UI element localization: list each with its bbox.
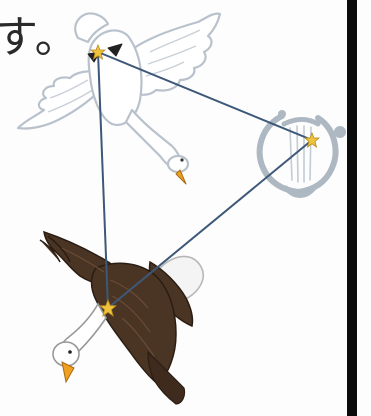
- lyre-knob-left: [278, 110, 286, 118]
- swan-head: [168, 156, 188, 172]
- swan-beak: [176, 170, 186, 184]
- lyre-knob-right: [334, 126, 346, 138]
- swan-cygnus-illustration: [18, 13, 220, 184]
- eagle-head: [53, 342, 79, 366]
- eagle-aquila-illustration: [40, 232, 203, 404]
- line-vega-altair: [108, 140, 312, 308]
- lyre-crossbar: [284, 120, 318, 125]
- right-border-divider: [347, 0, 357, 416]
